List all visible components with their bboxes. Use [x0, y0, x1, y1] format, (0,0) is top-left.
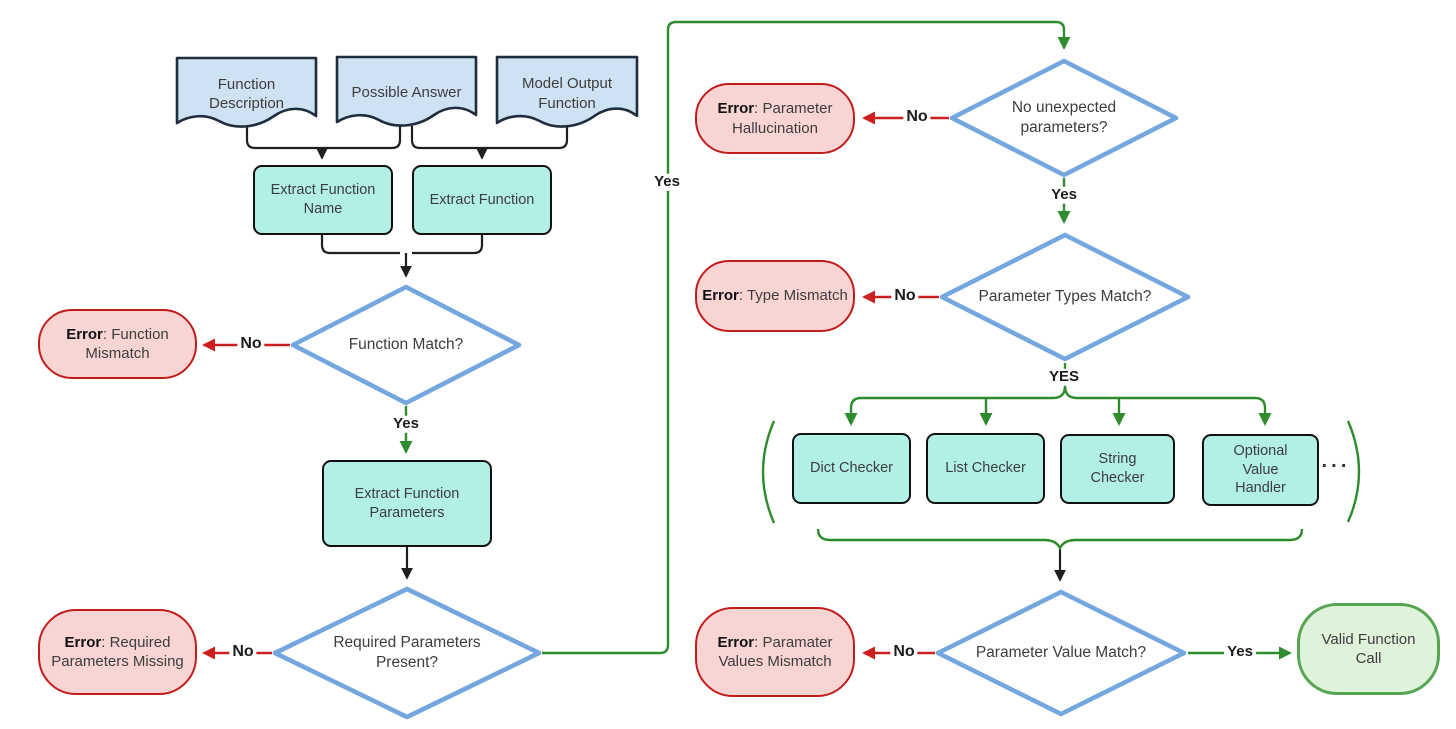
edge-label-no: No [890, 643, 918, 661]
success-valid-function-call-label: Valid Function Call [1321, 630, 1416, 668]
error-prefix: Error [717, 633, 755, 651]
diamond-shape [935, 589, 1187, 717]
process-extract-function-parameters-label: Extract Function Parameters [354, 485, 460, 521]
checker-optional-value-handler-label: Optional Value Handler [1233, 442, 1288, 497]
process-extract-function-name-label: Extract Function Name [270, 182, 376, 217]
diamond-shape [290, 284, 522, 406]
error-text: : Parameter Hallucination [732, 100, 833, 137]
diamond-shape [939, 232, 1191, 362]
edge-label-no: No [903, 108, 931, 126]
edge-label-no: No [229, 643, 257, 661]
decision-function-match: Function Match? [290, 284, 522, 406]
process-extract-function-parameters: Extract Function Parameters [322, 460, 492, 547]
error-text: : Function Mismatch [85, 325, 169, 363]
decision-required-parameters-present-label: Required Parameters Present? [333, 633, 481, 671]
error-text: : Required Parameters Missing [51, 633, 184, 671]
edge-docs-to-extract-function [410, 126, 569, 160]
decision-required-parameters-present: Required Parameters Present? [272, 586, 542, 720]
decision-no-unexpected-parameters-label: No unexpected parameters? [1011, 98, 1117, 136]
error-parameter-hallucination: Error: Parameter Hallucination [695, 83, 855, 154]
document-shape [335, 55, 478, 127]
edge-label-yes: Yes [651, 173, 683, 191]
edge-label-no: No [891, 287, 919, 305]
edge-label-yes: Yes [390, 415, 422, 433]
error-prefix: Error [66, 325, 103, 343]
error-text: : Paramater Values Mismatch [718, 633, 833, 671]
error-function-mismatch-label: Error: Function Mismatch [40, 311, 195, 377]
edge-label-yes-upper: YES [1045, 368, 1083, 386]
diamond-shape [949, 58, 1179, 178]
checker-group-brackets [761, 420, 1361, 551]
edge-docs-to-extract-name [245, 126, 402, 160]
document-shape [175, 56, 318, 128]
document-function-description-label: Function Description [208, 75, 285, 113]
checker-optional-value-handler: Optional Value Handler [1202, 434, 1319, 506]
checker-string: String Checker [1060, 434, 1175, 504]
process-extract-function-label: Extract Function [429, 191, 535, 208]
edge-label-yes: Yes [1224, 643, 1256, 661]
error-required-parameters-missing-label: Error: Required Parameters Missing [40, 611, 195, 693]
success-valid-function-call: Valid Function Call [1297, 603, 1440, 695]
error-type-mismatch-label: Error: Type Mismatch [697, 262, 853, 330]
checker-dict: Dict Checker [792, 433, 911, 504]
edge-extract-to-function-match [320, 235, 484, 278]
checker-list-label: List Checker [945, 460, 1026, 477]
decision-parameter-value-match-label: Parameter Value Match? [975, 643, 1147, 661]
document-shape [495, 55, 639, 128]
decision-parameter-types-match: Parameter Types Match? [939, 232, 1191, 362]
error-parameter-values-mismatch: Error: Paramater Values Mismatch [695, 607, 855, 697]
error-required-parameters-missing: Error: Required Parameters Missing [38, 609, 197, 695]
error-text: : Type Mismatch [738, 287, 848, 305]
document-model-output-function: Model Output Function [495, 55, 639, 132]
decision-no-unexpected-parameters: No unexpected parameters? [949, 58, 1179, 178]
diamond-shape [272, 586, 542, 720]
process-extract-function-name: Extract Function Name [253, 165, 393, 235]
edge-yes-long-loop [542, 20, 1071, 655]
decision-function-match-label: Function Match? [348, 335, 464, 353]
checker-string-label: String Checker [1090, 451, 1145, 486]
document-function-description: Function Description [175, 56, 318, 132]
checker-dict-label: Dict Checker [810, 460, 893, 477]
decision-parameter-value-match: Parameter Value Match? [935, 589, 1187, 717]
edge-label-no: No [237, 335, 265, 353]
document-possible-answer: Possible Answer [335, 55, 478, 131]
error-parameter-hallucination-label: Error: Parameter Hallucination [697, 85, 853, 152]
error-parameter-values-mismatch-label: Error: Paramater Values Mismatch [697, 609, 853, 695]
error-prefix: Error [702, 287, 739, 305]
error-type-mismatch: Error: Type Mismatch [695, 260, 855, 332]
error-prefix: Error [717, 100, 755, 117]
decision-parameter-types-match-label: Parameter Types Match? [978, 287, 1152, 305]
document-model-output-function-label: Model Output Function [521, 75, 613, 112]
error-function-mismatch: Error: Function Mismatch [38, 309, 197, 379]
checker-list: List Checker [926, 433, 1045, 504]
process-extract-function: Extract Function [412, 165, 552, 235]
error-prefix: Error [64, 633, 102, 651]
checkers-ellipsis: ··· [1321, 455, 1351, 478]
edge-label-yes: Yes [1048, 186, 1080, 204]
document-possible-answer-label: Possible Answer [351, 84, 462, 102]
